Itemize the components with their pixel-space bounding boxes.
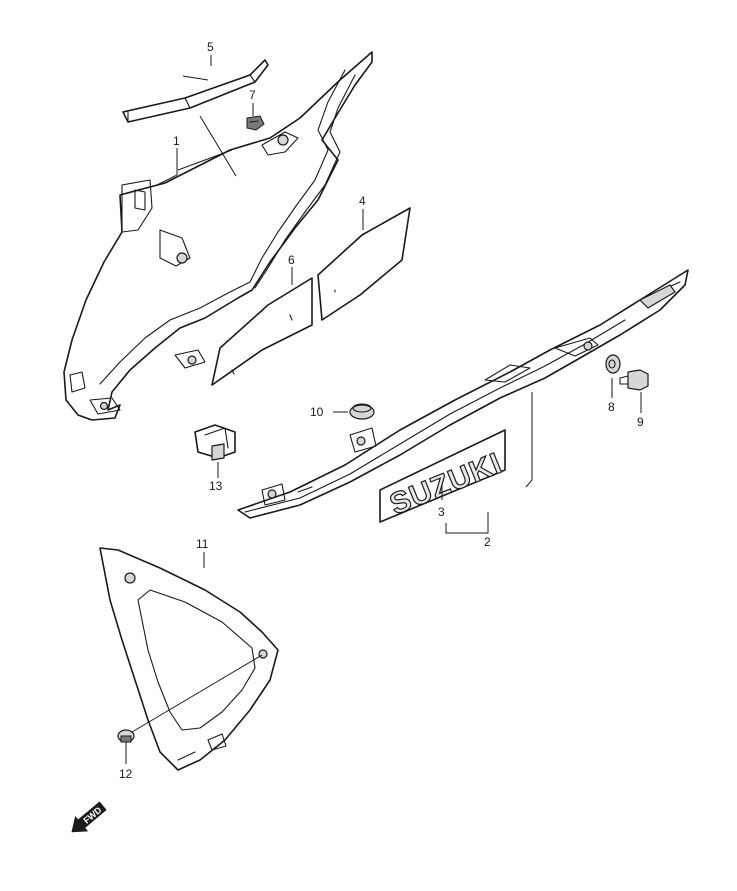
nut-part-8 — [605, 354, 621, 374]
callout-12: 12 — [119, 767, 133, 781]
callout-3: 3 — [438, 505, 445, 519]
grommet-part-10 — [349, 403, 375, 420]
callout-4: 4 — [359, 194, 366, 208]
bolt-part-9 — [619, 369, 649, 391]
callout-6: 6 — [288, 253, 295, 267]
frame-cover-part-2 — [237, 269, 689, 519]
side-cover-part-1 — [63, 51, 373, 421]
callout-7: 7 — [249, 88, 256, 102]
tape-part-6 — [211, 277, 313, 386]
callout-13: 13 — [209, 479, 223, 493]
callout-10: 10 — [310, 405, 324, 419]
fastener-part-12 — [117, 729, 135, 743]
lower-cover-part-11 — [99, 547, 279, 771]
leader-lines — [125, 55, 642, 764]
callout-1: 1 — [173, 134, 180, 148]
callout-8: 8 — [608, 400, 615, 414]
fwd-arrow-icon: FWD — [71, 801, 107, 833]
screw-part-7 — [246, 115, 265, 131]
callout-numbers: 5 7 1 4 6 10 8 9 13 3 2 11 12 — [119, 40, 644, 781]
cushion-part-5 — [122, 59, 269, 123]
callout-2: 2 — [484, 535, 491, 549]
clip-part-13 — [194, 424, 236, 461]
callout-11: 11 — [196, 537, 209, 551]
callout-9: 9 — [637, 415, 644, 429]
callout-5: 5 — [207, 40, 214, 54]
tape-part-4 — [317, 207, 411, 321]
